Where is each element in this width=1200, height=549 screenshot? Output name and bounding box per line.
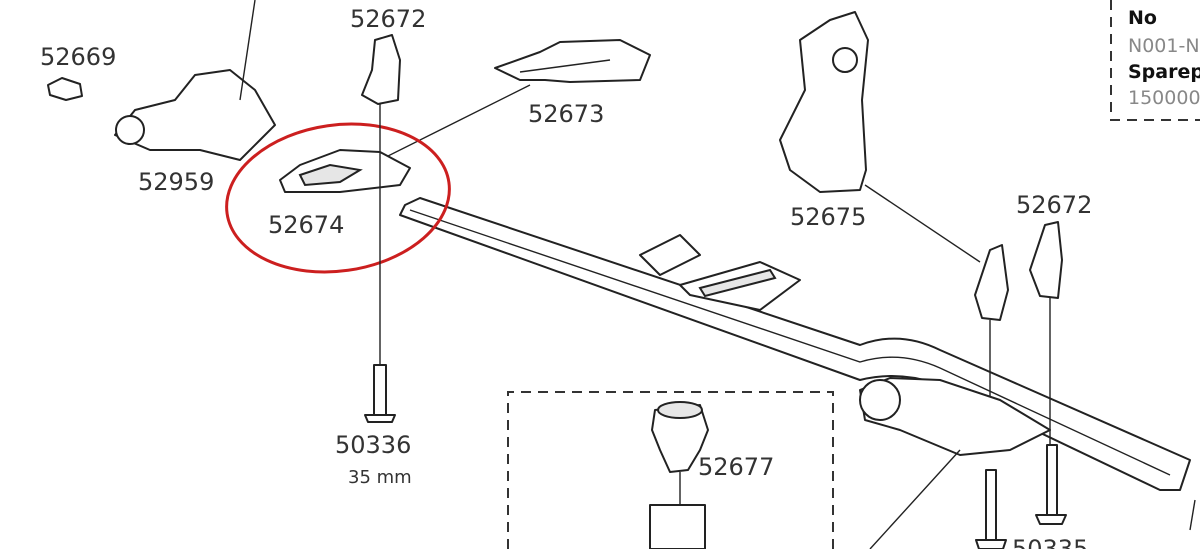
info-box: No N001-N Sparep 150000 — [1110, 0, 1200, 121]
info-sparepart-value: 150000 — [1128, 87, 1200, 109]
label-50336-length: 35 mm — [348, 467, 412, 488]
label-52672-top: 52672 — [350, 5, 426, 33]
label-52675: 52675 — [790, 203, 866, 231]
clamp-assembly — [859, 377, 1051, 549]
part-52674 — [279, 149, 411, 193]
part-52669 — [47, 77, 83, 101]
label-50336: 50336 — [335, 431, 411, 459]
info-sparepart-label: Sparep — [1128, 61, 1200, 83]
label-52959: 52959 — [138, 168, 214, 196]
label-52677: 52677 — [698, 453, 774, 481]
label-50335: 50335 — [1012, 535, 1088, 549]
info-no-label: No — [1128, 7, 1157, 29]
part-50336 — [364, 104, 396, 423]
part-52672-top — [361, 34, 401, 105]
part-52672-right-a — [974, 244, 1009, 321]
part-50335 — [975, 444, 1067, 549]
label-52669: 52669 — [40, 43, 116, 71]
part-52672-right-b — [1029, 221, 1063, 299]
label-52673: 52673 — [528, 100, 604, 128]
label-52672-right: 52672 — [1016, 191, 1092, 219]
info-no-value: N001-N — [1128, 35, 1200, 57]
label-52674: 52674 — [268, 211, 344, 239]
part-52675 — [779, 11, 981, 263]
part-52677 — [649, 401, 709, 549]
main-rail — [399, 197, 1191, 491]
highlight-circle — [225, 122, 451, 274]
part-52959 — [114, 0, 276, 161]
part-52673 — [494, 39, 651, 83]
